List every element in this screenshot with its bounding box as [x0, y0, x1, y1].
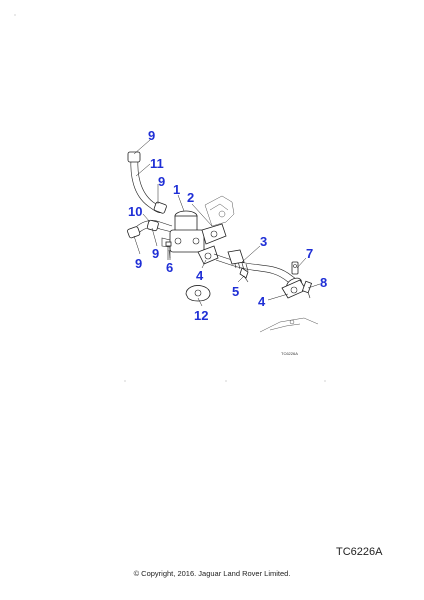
callout-4: 4 — [258, 294, 266, 309]
callout-2: 2 — [187, 190, 194, 205]
callout-6: 6 — [166, 260, 173, 275]
speck — [124, 380, 126, 382]
egr-pipe — [213, 249, 301, 289]
blanking-plate — [185, 285, 211, 302]
hose-clip — [146, 219, 159, 232]
engine-mount-fragment — [204, 195, 235, 227]
screw — [239, 267, 249, 283]
callout-1: 1 — [173, 182, 180, 197]
pipe-gasket — [197, 245, 219, 265]
bolt — [165, 241, 172, 260]
callout-9: 9 — [158, 174, 165, 189]
flange-gasket — [281, 279, 307, 299]
egr-valve — [161, 210, 205, 253]
callout-7: 7 — [306, 246, 313, 261]
leader-lines — [133, 139, 321, 307]
callout-10: 10 — [128, 204, 142, 219]
callout-9: 9 — [135, 256, 142, 271]
callout-9: 9 — [148, 128, 155, 143]
callout-11: 11 — [150, 156, 164, 171]
engine-block-fragment — [259, 317, 319, 333]
speck — [324, 380, 326, 382]
copyright-notice: © Copyright, 2016. Jaguar Land Rover Lim… — [133, 569, 291, 578]
coolant-hose — [127, 151, 167, 214]
speck — [225, 380, 227, 382]
callout-5: 5 — [232, 284, 239, 299]
illustration-ref-label: TC6226A — [281, 351, 298, 356]
callout-4: 4 — [196, 268, 204, 283]
hose-clip — [127, 151, 141, 163]
speck — [14, 14, 16, 16]
callout-labels: 9 11 9 1 2 10 9 9 6 3 7 4 5 8 4 12 — [128, 128, 327, 323]
hose-clip — [127, 226, 141, 239]
valve-gasket — [201, 223, 227, 245]
hose-clip — [153, 201, 167, 214]
stud — [301, 280, 313, 299]
reference-code: TC6226A — [336, 546, 383, 558]
callout-3: 3 — [260, 234, 267, 249]
callout-8: 8 — [320, 275, 327, 290]
lower-hose — [127, 219, 173, 239]
callout-12: 12 — [194, 308, 208, 323]
callout-9: 9 — [152, 246, 159, 261]
